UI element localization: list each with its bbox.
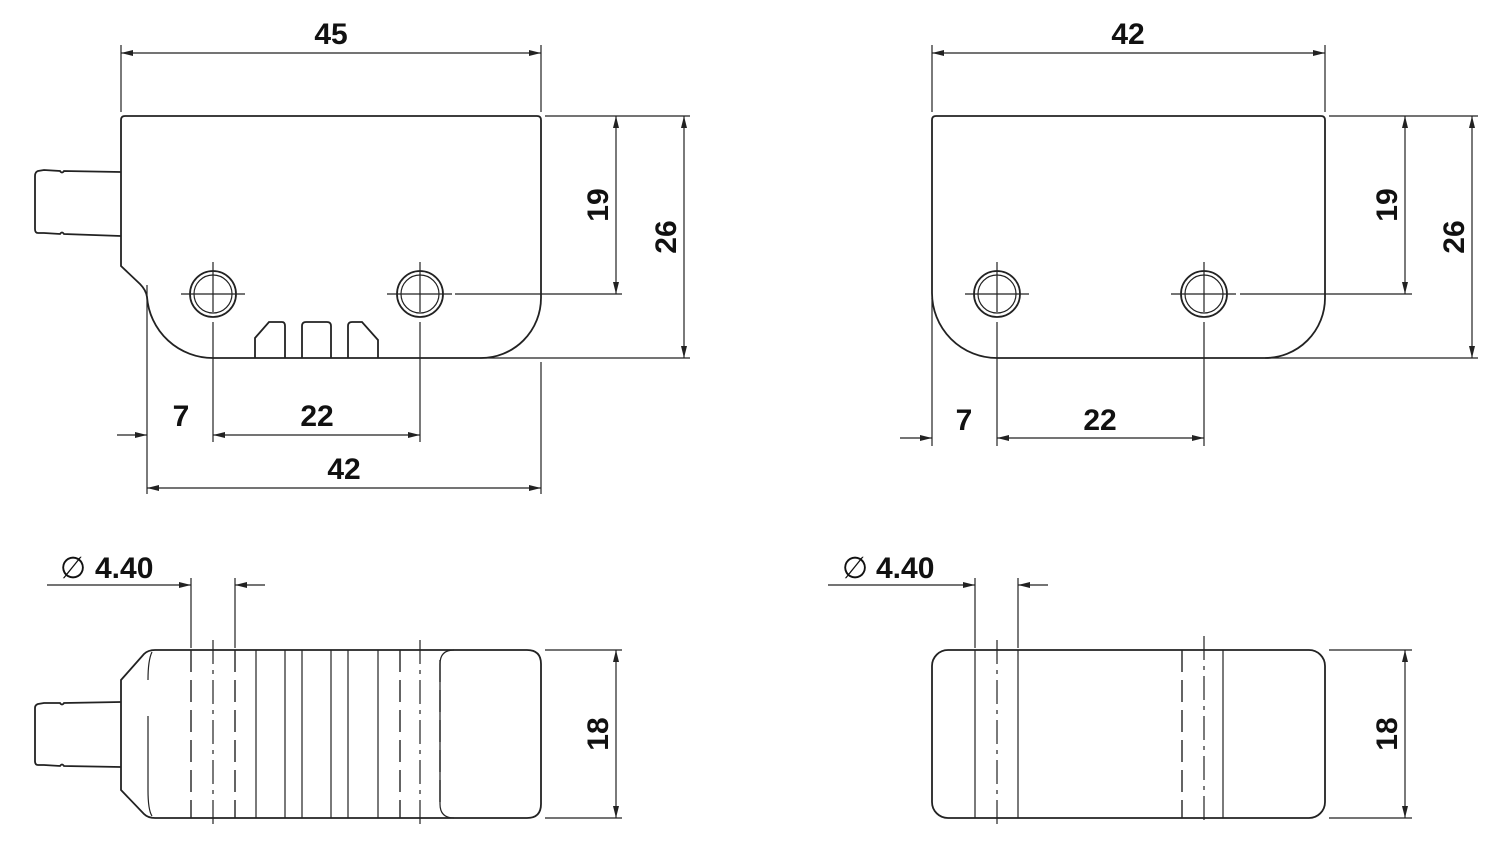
- front-view-with-connector: 45 19 26 7 22 42: [34, 18, 690, 494]
- dim-hole-diameter: 4.40: [876, 552, 934, 585]
- bottom-view-plain: ∅ 4.40 18: [828, 551, 1412, 826]
- mounting-hole: [1171, 262, 1236, 446]
- mounting-hole: [181, 262, 245, 442]
- dim-thickness: 18: [582, 717, 615, 750]
- tabs: [254, 321, 379, 358]
- front-view-plain: 42 19 26 7 22: [900, 18, 1478, 446]
- dim-height-total: 26: [1438, 220, 1471, 253]
- mounting-hole: [965, 262, 1029, 446]
- body-outline: [931, 649, 1326, 819]
- diameter-symbol: ∅: [842, 551, 868, 586]
- dim-hole-diameter: 4.40: [95, 552, 153, 585]
- body-outline: [120, 115, 542, 359]
- dim-edge-to-hole: 7: [956, 404, 973, 437]
- dim-width: 42: [1111, 18, 1144, 51]
- dim-height-hole: 19: [582, 188, 615, 221]
- body-outline: [931, 115, 1326, 359]
- dim-thickness: 18: [1371, 717, 1404, 750]
- bottom-view-with-connector: ∅ 4.40 18: [34, 551, 622, 826]
- diameter-symbol: ∅: [60, 551, 86, 586]
- dim-width-overall: 45: [314, 18, 347, 51]
- dim-hole-spacing: 22: [300, 400, 333, 433]
- mounting-hole: [387, 262, 452, 442]
- dim-body-width: 42: [327, 453, 360, 486]
- dim-hole-spacing: 22: [1083, 404, 1116, 437]
- connector: [34, 701, 122, 768]
- dim-edge-to-hole: 7: [173, 400, 190, 433]
- body-outline: [120, 649, 542, 819]
- dim-height-hole: 19: [1371, 188, 1404, 221]
- connector: [34, 169, 122, 237]
- dim-height-total: 26: [650, 220, 683, 253]
